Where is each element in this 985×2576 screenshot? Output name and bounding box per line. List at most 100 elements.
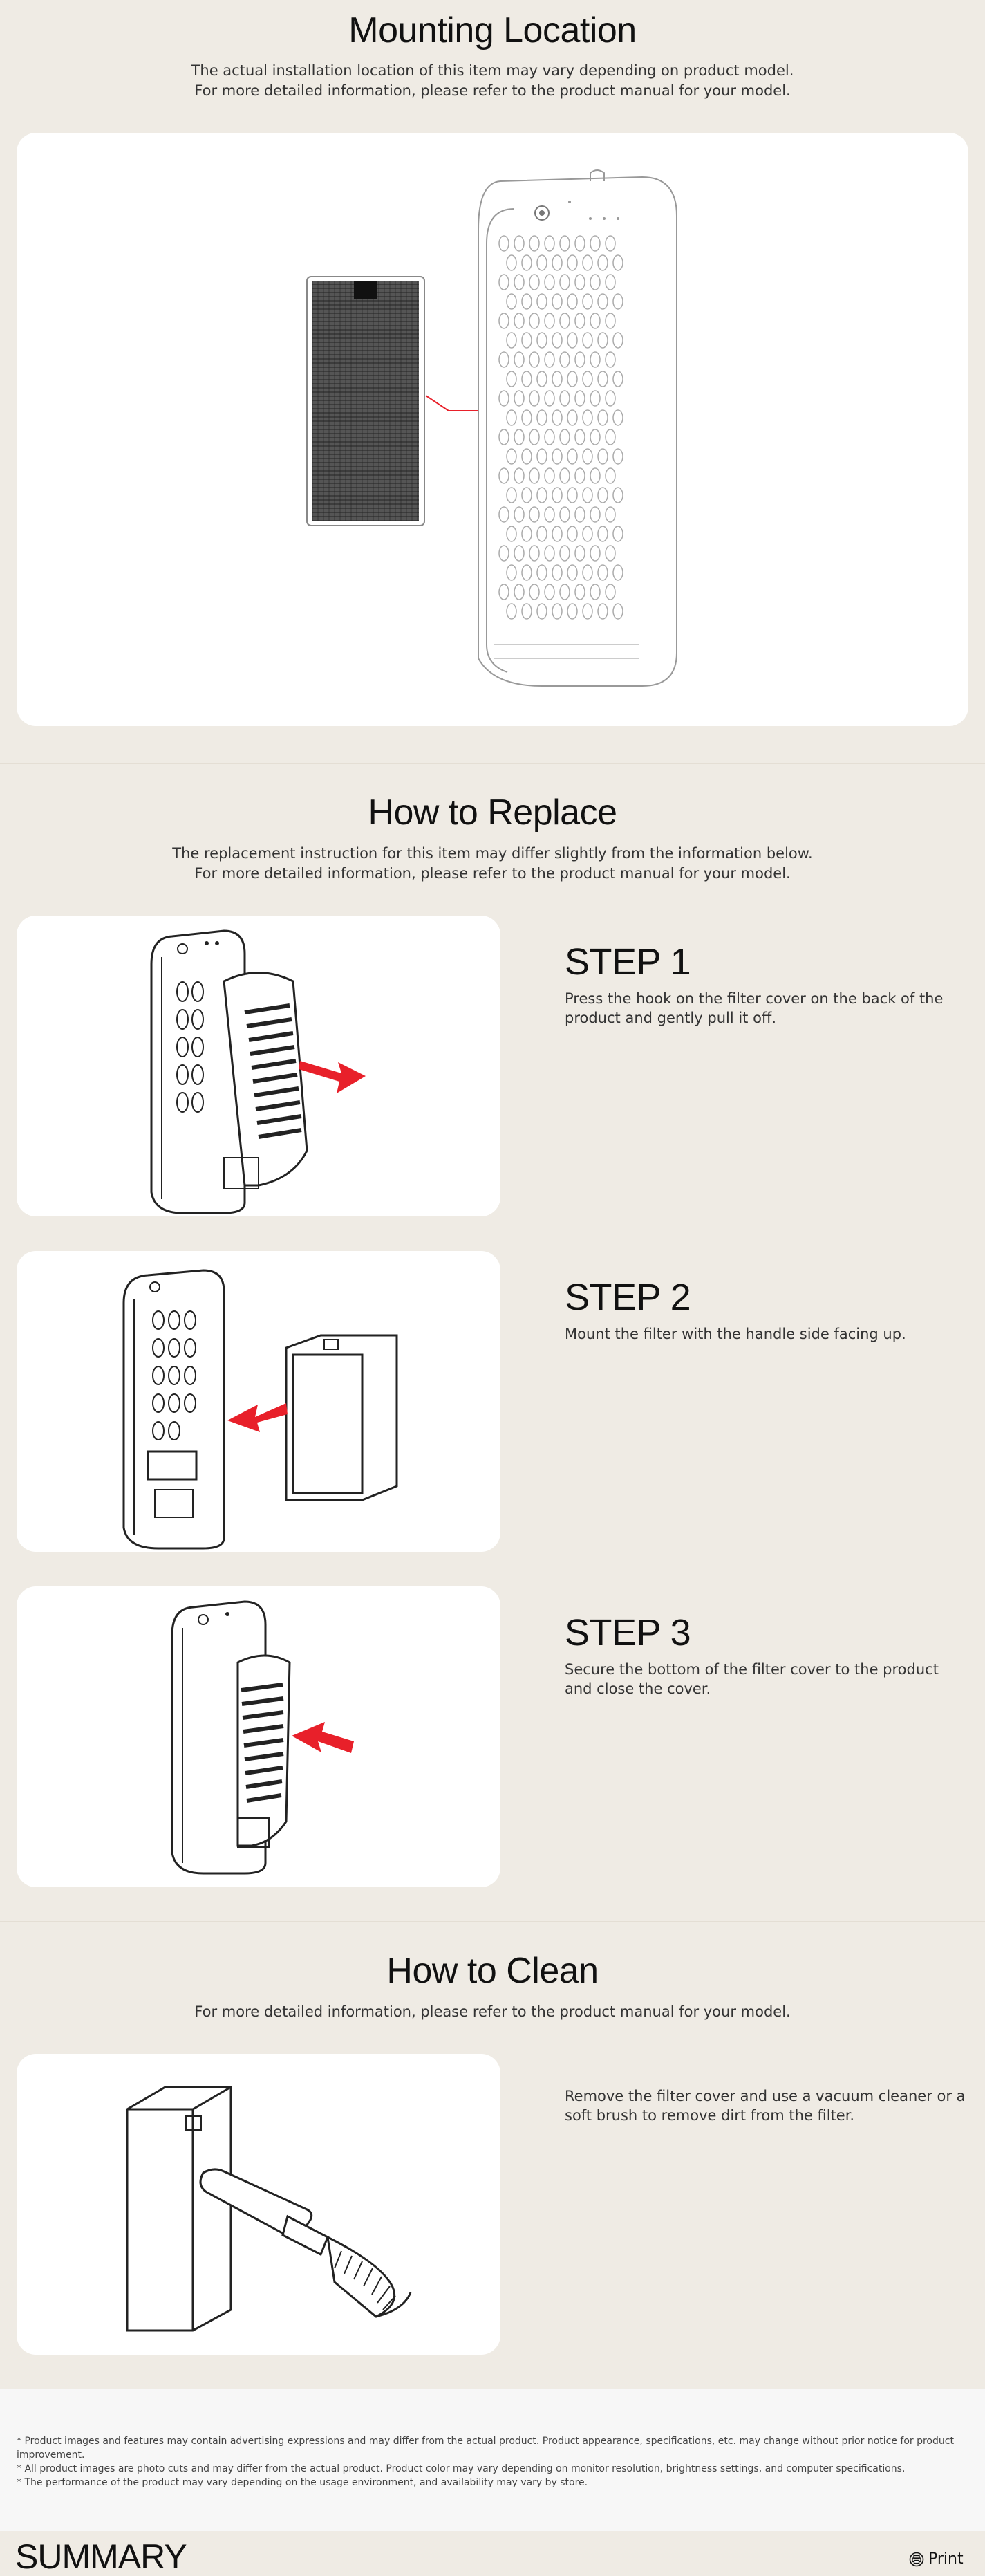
grill-hole [590,584,601,600]
grill-hole [506,371,517,387]
grill-hole [521,603,532,620]
grill-hole [498,390,509,407]
grill-hole [559,584,570,600]
grill-hole [521,526,532,542]
grill-hole [567,603,578,620]
grill-hole [612,526,623,542]
step-1-image-card [17,916,500,1216]
grill-hole [612,409,623,426]
grill-hole [544,351,555,368]
grill-hole [552,409,563,426]
grill-hole [605,390,616,407]
step-2-title: STEP 2 [565,1277,691,1318]
grill-hole [536,293,547,310]
grill-hole [597,526,608,542]
grill-hole [544,467,555,484]
grill-hole [605,429,616,445]
grill-hole [612,448,623,465]
clean-subtitle: For more detailed information, please re… [194,2003,791,2020]
grill-hole [582,448,593,465]
grill-hole [605,313,616,329]
grill-hole [567,409,578,426]
grill-hole [529,584,540,600]
grill-hole [552,564,563,581]
grill-hole [574,467,585,484]
grill-hole [582,409,593,426]
grill-hole [536,254,547,271]
step-3-illustration [171,1600,354,1875]
grill-hole [597,409,608,426]
step-3-title: STEP 3 [565,1612,691,1653]
disclaimer-note-1: * Product images and features may contai… [17,2436,954,2461]
grill-hole [536,409,547,426]
grill-hole [498,313,509,329]
grill-hole [559,235,570,252]
step-2-desc: Mount the filter with the handle side fa… [565,1326,906,1342]
grill-hole [514,429,525,445]
grill-hole [529,390,540,407]
grill-hole [582,526,593,542]
grill-hole [559,274,570,290]
step-1-title: STEP 1 [565,941,691,983]
grill-hole [552,487,563,503]
grill-hole [612,487,623,503]
grill-hole [567,254,578,271]
grill-hole [605,545,616,562]
grill-hole [590,351,601,368]
grill-hole [597,487,608,503]
grill-hole [574,545,585,562]
grill-hole [529,351,540,368]
grill-hole [544,274,555,290]
grill-hole [529,313,540,329]
step-2-illustration [122,1269,398,1550]
grill-hole [536,487,547,503]
grill-hole [590,274,601,290]
grill-hole [559,545,570,562]
grill-hole [582,371,593,387]
grill-hole [582,564,593,581]
step-1-illustration [150,929,366,1214]
grill-hole [590,390,601,407]
grill-hole [567,371,578,387]
grill-hole [529,429,540,445]
grill-hole [498,274,509,290]
grill-hole [559,429,570,445]
arrow-icon [292,1722,354,1753]
grill-hole [567,526,578,542]
grill-hole [597,293,608,310]
grill-hole [514,467,525,484]
grill-hole [506,603,517,620]
step-1-desc: Press the hook on the filter cover on th… [565,990,944,1026]
grill-hole [590,545,601,562]
grill-hole [544,313,555,329]
grill-hole [567,448,578,465]
grill-hole [612,371,623,387]
step-3-desc: Secure the bottom of the filter cover to… [565,1661,939,1697]
grill-hole [544,429,555,445]
grill-hole [605,274,616,290]
grill-hole [605,235,616,252]
grill-hole [521,371,532,387]
grill-hole [590,235,601,252]
grill-hole [605,351,616,368]
print-button[interactable]: Print [909,2550,964,2568]
grill-hole [597,564,608,581]
grill-hole [574,351,585,368]
grill-hole [498,235,509,252]
grill-hole [559,390,570,407]
grill-hole [536,603,547,620]
grill-hole [521,409,532,426]
mounting-title: Mounting Location [348,10,637,50]
grill-hole [612,603,623,620]
grill-hole [605,584,616,600]
grill-hole [544,584,555,600]
grill-hole [536,332,547,349]
grill-hole [514,545,525,562]
grill-hole [552,526,563,542]
grill-hole [612,564,623,581]
grill-hole [590,506,601,523]
grill-hole [605,506,616,523]
grill-hole [552,371,563,387]
purifier-filter-illustration [306,169,677,687]
grill-hole [544,235,555,252]
